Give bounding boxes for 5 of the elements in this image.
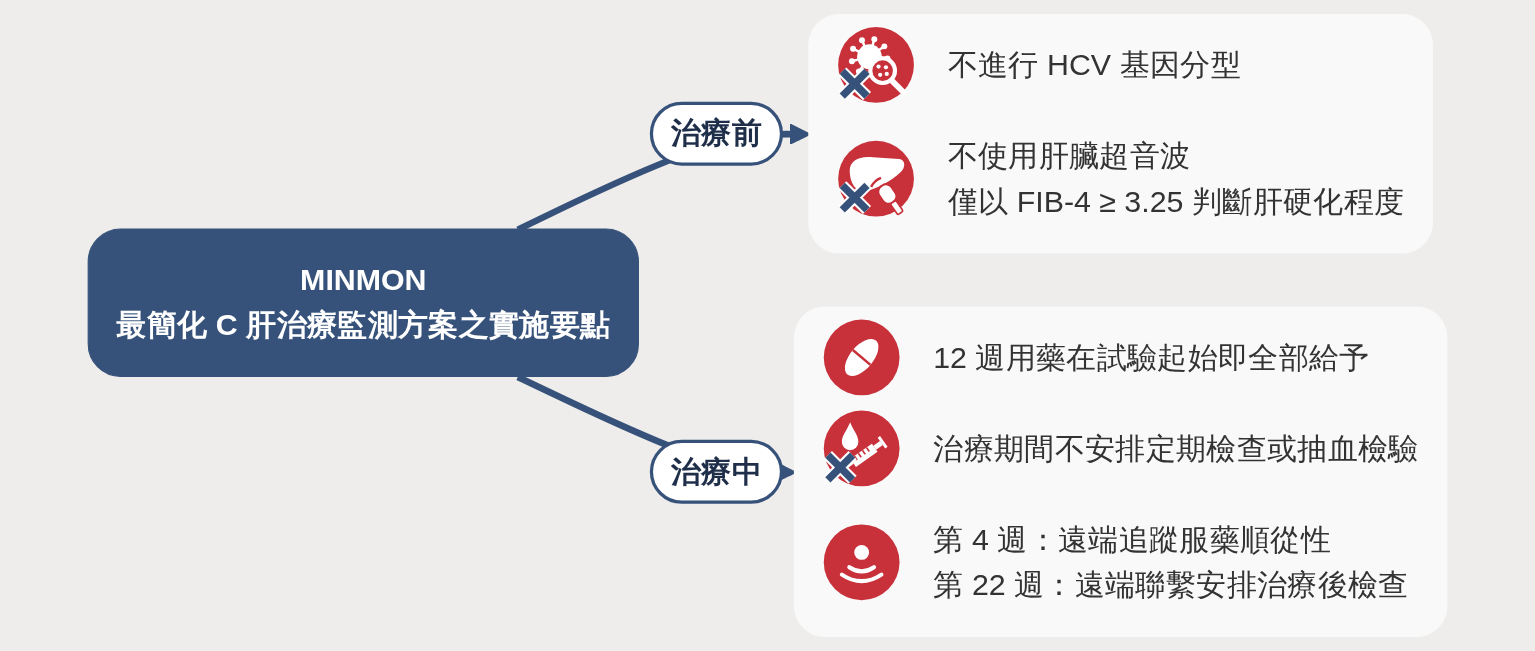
node-box: 不進行 HCV 基因分型 不使用肝臟超音波 僅以 FIB-4 ≥ 3.25 判斷肝硬化程度 — [808, 13, 1433, 254]
node-box: 12 週用藥在試驗起始即全部給予 治療期間不安排定期檢查或抽血檢驗 第 4 週：遠端追蹤服藥順從性 第 22 週：遠端聯繫安排治療後檢查 — [793, 306, 1448, 638]
node-box: MINMON 最簡化 C 肝治療監測方案之實施要點 — [87, 228, 639, 377]
edge-label: 治療中 — [649, 439, 784, 504]
edge-label: 治療前 — [649, 101, 784, 166]
